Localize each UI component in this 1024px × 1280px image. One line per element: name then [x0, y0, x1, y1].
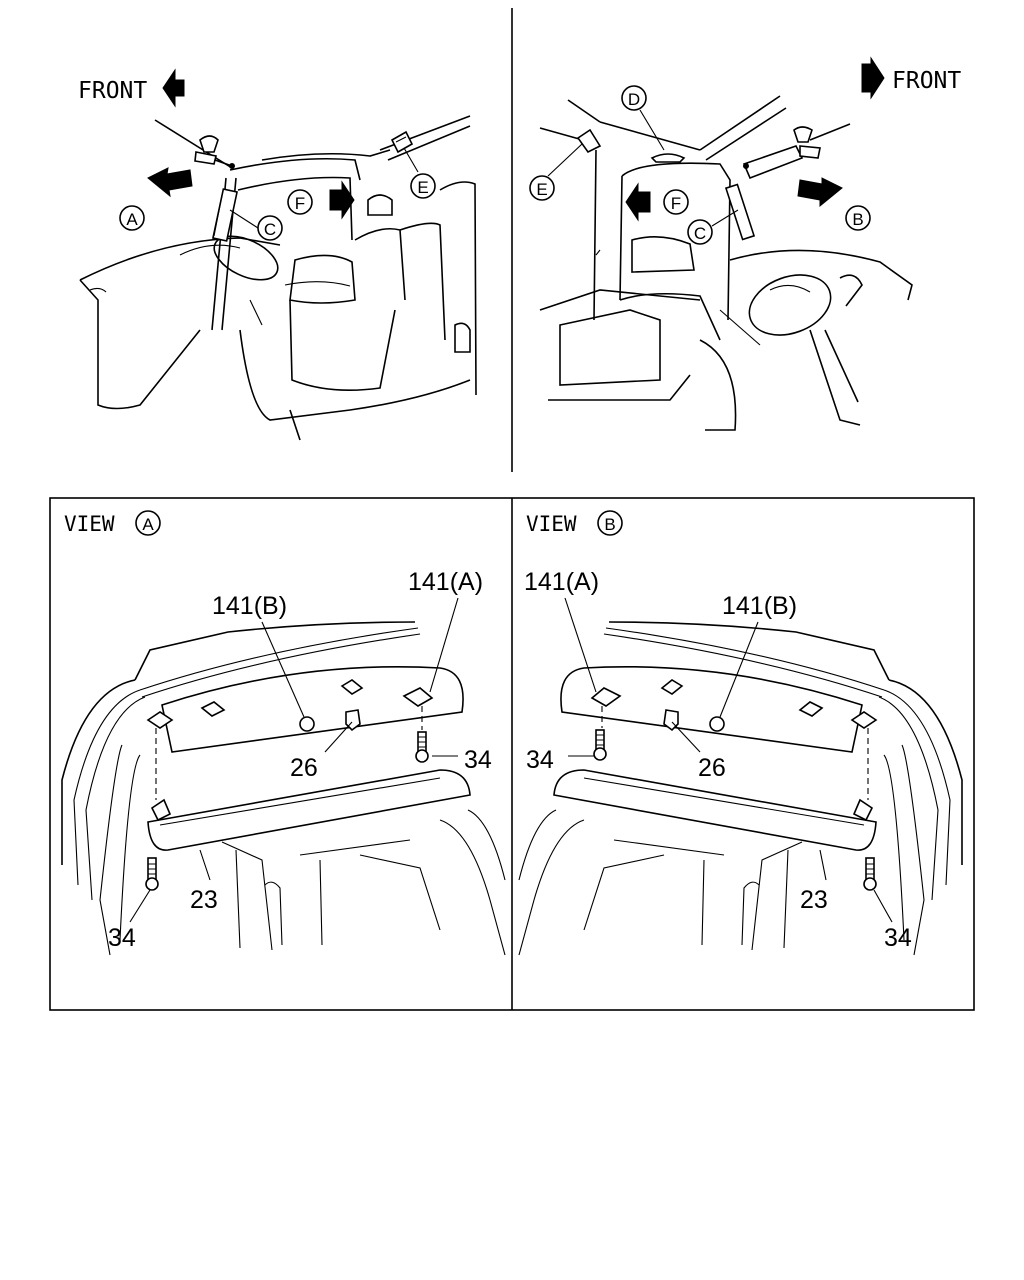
left-cab-interior [79, 115, 477, 441]
front-arrow-left-icon [162, 68, 185, 108]
callout-d-right: D [621, 85, 665, 151]
view-b-label-26: 26 [698, 754, 726, 782]
callout-e-left: E [403, 147, 436, 199]
callout-c-left: C [229, 209, 283, 241]
svg-text:F: F [295, 194, 305, 213]
view-b-screw-bottom [863, 857, 877, 891]
svg-text:A: A [126, 210, 138, 229]
view-b-title-circle [597, 510, 623, 536]
right-cab-interior [539, 95, 913, 431]
view-a-title-circle [135, 510, 161, 536]
view-b-label-141a: 141(A) [524, 568, 599, 596]
right-scene: FRONT [529, 56, 961, 431]
view-a-screw-top [415, 731, 429, 763]
callout-a-left: A [119, 205, 145, 231]
left-grab-clip [194, 135, 235, 169]
svg-text:E: E [536, 180, 547, 199]
view-b-title-letter: B [604, 515, 615, 534]
view-b-clips [590, 679, 878, 732]
callout-e-right: E [529, 143, 583, 201]
svg-text:D: D [628, 90, 640, 109]
view-b-arrow-icon [797, 177, 843, 208]
callout-f-right: F [663, 189, 689, 215]
view-a-label-34-top: 34 [464, 746, 492, 774]
view-a-label-34-bottom: 34 [108, 924, 136, 952]
callout-f-left: F [287, 189, 313, 215]
front-arrow-right-icon [861, 56, 885, 100]
svg-text:C: C [694, 224, 706, 243]
front-label-left: FRONT [78, 78, 147, 104]
view-a-arrow-icon [147, 167, 193, 198]
view-a-screw-bottom [145, 857, 159, 891]
view-b-visor [553, 769, 877, 851]
right-assist-grip [576, 128, 602, 154]
view-a-label-26: 26 [290, 754, 318, 782]
f-arrow-right-icon [329, 180, 355, 220]
dome-lamp [650, 153, 686, 163]
left-scene: FRONT [78, 68, 477, 441]
view-a-label-141b: 141(B) [212, 592, 287, 620]
view-a: VIEW A [61, 510, 506, 956]
front-label-right: FRONT [892, 68, 961, 94]
right-visor [724, 183, 756, 241]
left-assist-grip [390, 130, 414, 154]
view-b-label-34-top: 34 [526, 746, 554, 774]
view-a-label-141a: 141(A) [408, 568, 483, 596]
view-a-visor [147, 769, 471, 851]
view-b-roof [518, 621, 963, 956]
callout-b-right: B [845, 205, 871, 231]
view-a-title: VIEW [64, 512, 115, 536]
view-b-title: VIEW [526, 512, 577, 536]
f-arrow-left-icon [625, 182, 651, 222]
left-visor [212, 188, 238, 242]
view-a-title-letter: A [142, 515, 154, 534]
svg-text:B: B [852, 210, 863, 229]
view-a-roof [61, 621, 506, 956]
svg-text:E: E [417, 178, 428, 197]
view-b-label-141b: 141(B) [722, 592, 797, 620]
view-a-clips [146, 679, 434, 732]
view-a-label-23: 23 [190, 886, 218, 914]
view-b-screw-top [593, 729, 607, 761]
svg-text:F: F [671, 194, 681, 213]
svg-text:C: C [264, 220, 276, 239]
view-b: VIEW B [518, 510, 963, 956]
view-b-label-23: 23 [800, 886, 828, 914]
right-grab-clip [742, 123, 851, 180]
callout-c-right: C [687, 209, 739, 245]
view-b-label-34-bottom: 34 [884, 924, 912, 952]
